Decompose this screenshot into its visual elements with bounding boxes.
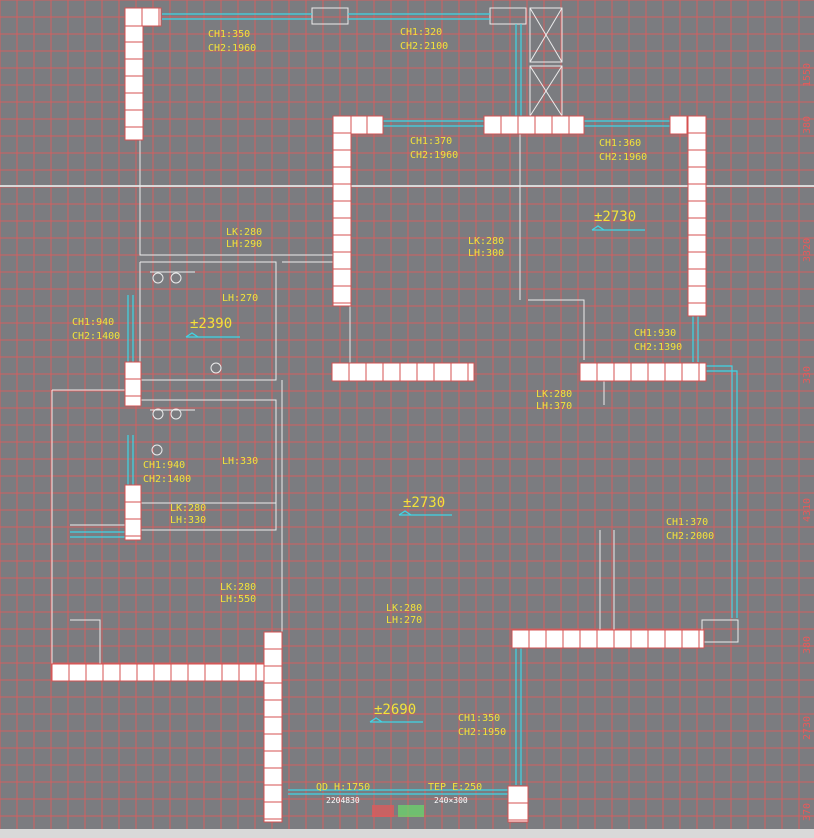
height-label: LH:370	[536, 401, 572, 412]
dimension-label: 4310	[802, 498, 813, 522]
ceiling-label: CH1:930	[634, 328, 676, 339]
ceiling-label: CH2:1400	[72, 331, 120, 342]
elevation-markers	[185, 225, 645, 723]
dimension-label: 3320	[802, 238, 813, 262]
dimension-label: 2730	[802, 716, 813, 740]
ceiling-label: CH2:1950	[458, 727, 506, 738]
dimension-label: 1550	[802, 63, 813, 87]
height-label: LH:330	[170, 515, 206, 526]
ceiling-label: CH1:370	[666, 517, 708, 528]
annotation-labels: CH1:350 CH2:1960 CH1:320 CH2:2100 CH1:37…	[72, 27, 714, 805]
height-label: LH:550	[220, 594, 256, 605]
height-label: LH:270	[386, 615, 422, 626]
equipment-label: TEP E:250	[428, 782, 482, 793]
ceiling-label: CH2:1960	[208, 43, 256, 54]
height-label: LH:270	[222, 293, 258, 304]
dimension-label: 380	[802, 636, 813, 654]
wall-segment	[483, 115, 585, 135]
ceiling-label: CH2:1960	[599, 152, 647, 163]
height-label: LH:300	[468, 248, 504, 259]
ceiling-label: CH2:1960	[410, 150, 458, 161]
height-label: LH:290	[226, 239, 262, 250]
elevation-label: ±2690	[374, 702, 416, 718]
dimension-labels: 1550 380 3320 330 4310 380 2730 370	[802, 63, 813, 821]
ceiling-label: CH2:2000	[666, 531, 714, 542]
ceiling-label: CH1:320	[400, 27, 442, 38]
dimension-label: 330	[802, 366, 813, 384]
wall-segment	[332, 115, 352, 307]
height-label: LK:280	[226, 227, 262, 238]
equipment-label: QD H:1750	[316, 782, 370, 793]
interior-outlines	[51, 7, 739, 668]
wall-segment	[124, 484, 142, 541]
panel-swatch	[398, 805, 424, 817]
ceiling-label: CH2:1390	[634, 342, 682, 353]
elevation-label: ±2390	[190, 316, 232, 332]
height-label: LK:280	[468, 236, 504, 247]
ceiling-label: CH1:940	[143, 460, 185, 471]
wall-segment	[263, 631, 283, 823]
wall-segment	[507, 785, 529, 823]
ceiling-label: CH1:350	[458, 713, 500, 724]
height-label: LK:280	[170, 503, 206, 514]
wall-segment	[579, 362, 707, 382]
dimension-label: 370	[802, 803, 813, 821]
height-label: LK:280	[220, 582, 256, 593]
elevation-label: ±2730	[594, 209, 636, 225]
window-lines	[70, 13, 738, 795]
bottom-band	[0, 829, 814, 838]
wall-segments	[51, 7, 707, 823]
ceiling-label: CH1:350	[208, 29, 250, 40]
ceiling-label: CH1:370	[410, 136, 452, 147]
ceiling-label: CH2:2100	[400, 41, 448, 52]
wall-segment	[124, 361, 142, 407]
equipment-size-label: 2204830	[326, 796, 360, 805]
ceiling-label: CH1:940	[72, 317, 114, 328]
dimension-label: 380	[802, 116, 813, 134]
panel-swatch	[372, 805, 394, 817]
equipment-size-label: 240×300	[434, 796, 468, 805]
wall-segment	[511, 629, 705, 649]
height-label: LK:280	[536, 389, 572, 400]
elevation-label: ±2730	[403, 495, 445, 511]
wall-segment	[124, 7, 162, 27]
equipment-panels	[372, 805, 424, 817]
wall-segment	[331, 362, 475, 382]
height-label: LK:280	[386, 603, 422, 614]
height-label: LH:330	[222, 456, 258, 467]
ceiling-label: CH2:1400	[143, 474, 191, 485]
wall-segment	[687, 115, 707, 317]
ceiling-label: CH1:360	[599, 138, 641, 149]
wall-segment	[124, 7, 144, 141]
